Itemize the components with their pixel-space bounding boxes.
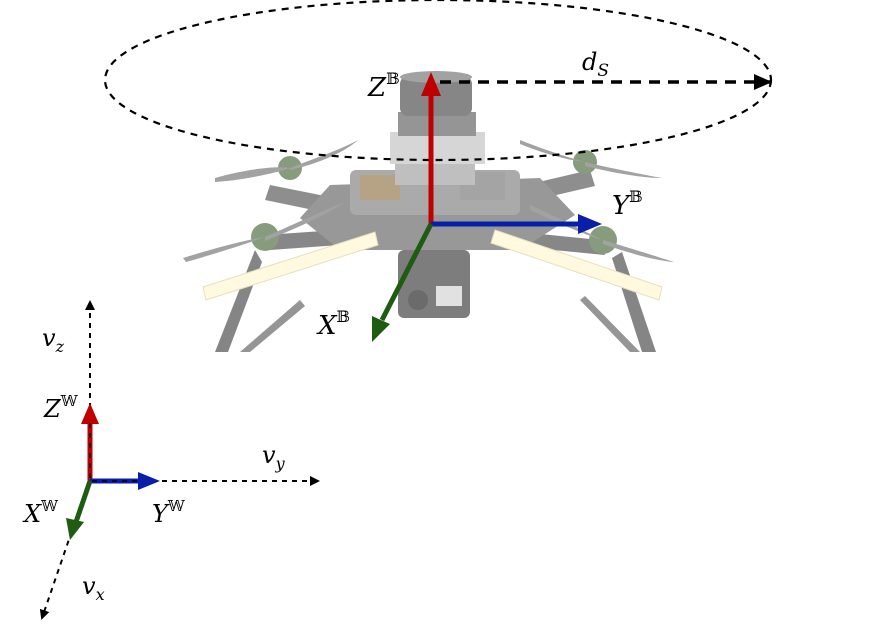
body-y-label: Y𝔹 — [612, 187, 643, 221]
body-x-axis — [372, 222, 434, 342]
vz-label: vz — [42, 324, 65, 356]
body-y-axis — [431, 214, 602, 234]
vx-label: vx — [82, 572, 105, 604]
world-x-label: X𝕎 — [22, 497, 59, 528]
world-y-label: Y𝕎 — [152, 497, 186, 528]
world-x-axis — [66, 480, 93, 540]
body-x-label: X𝔹 — [316, 307, 350, 341]
world-z-label: Z𝕎 — [43, 392, 79, 423]
world-z-axis — [81, 403, 99, 481]
body-z-axis — [421, 72, 441, 225]
drone-image — [183, 71, 674, 352]
vy-label: vy — [262, 441, 286, 473]
distance-label: dS — [582, 48, 609, 81]
body-z-label: Z𝔹 — [367, 69, 400, 103]
